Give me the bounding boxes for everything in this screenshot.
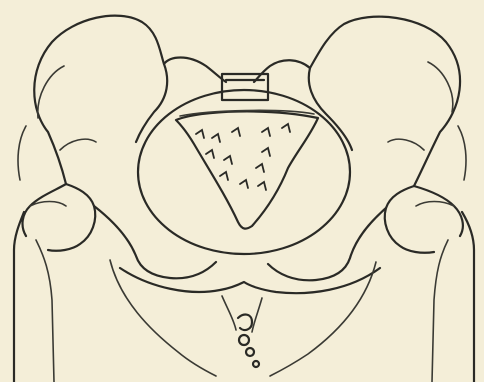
sacral-foramina xyxy=(196,124,290,190)
left-femoral-head xyxy=(48,184,95,251)
right-superior-pubic-ramus xyxy=(268,208,386,280)
right-acetabulum xyxy=(414,186,474,382)
right-iliac-wing xyxy=(254,17,460,186)
left-femur-neck xyxy=(30,202,66,382)
left-iliac-inner-contour xyxy=(38,66,96,150)
left-iliac-wing xyxy=(34,16,226,184)
left-lateral-contour xyxy=(18,126,26,180)
right-sacroiliac-edge xyxy=(309,68,352,150)
sacrum xyxy=(176,111,318,228)
right-femur-neck xyxy=(416,202,454,382)
right-femoral-head xyxy=(385,186,434,253)
sacral-vertebra xyxy=(222,74,268,100)
left-acetabulum xyxy=(14,184,66,382)
coccyx xyxy=(238,315,259,367)
right-lateral-contour xyxy=(458,126,466,180)
right-iliac-inner-contour xyxy=(388,62,453,150)
